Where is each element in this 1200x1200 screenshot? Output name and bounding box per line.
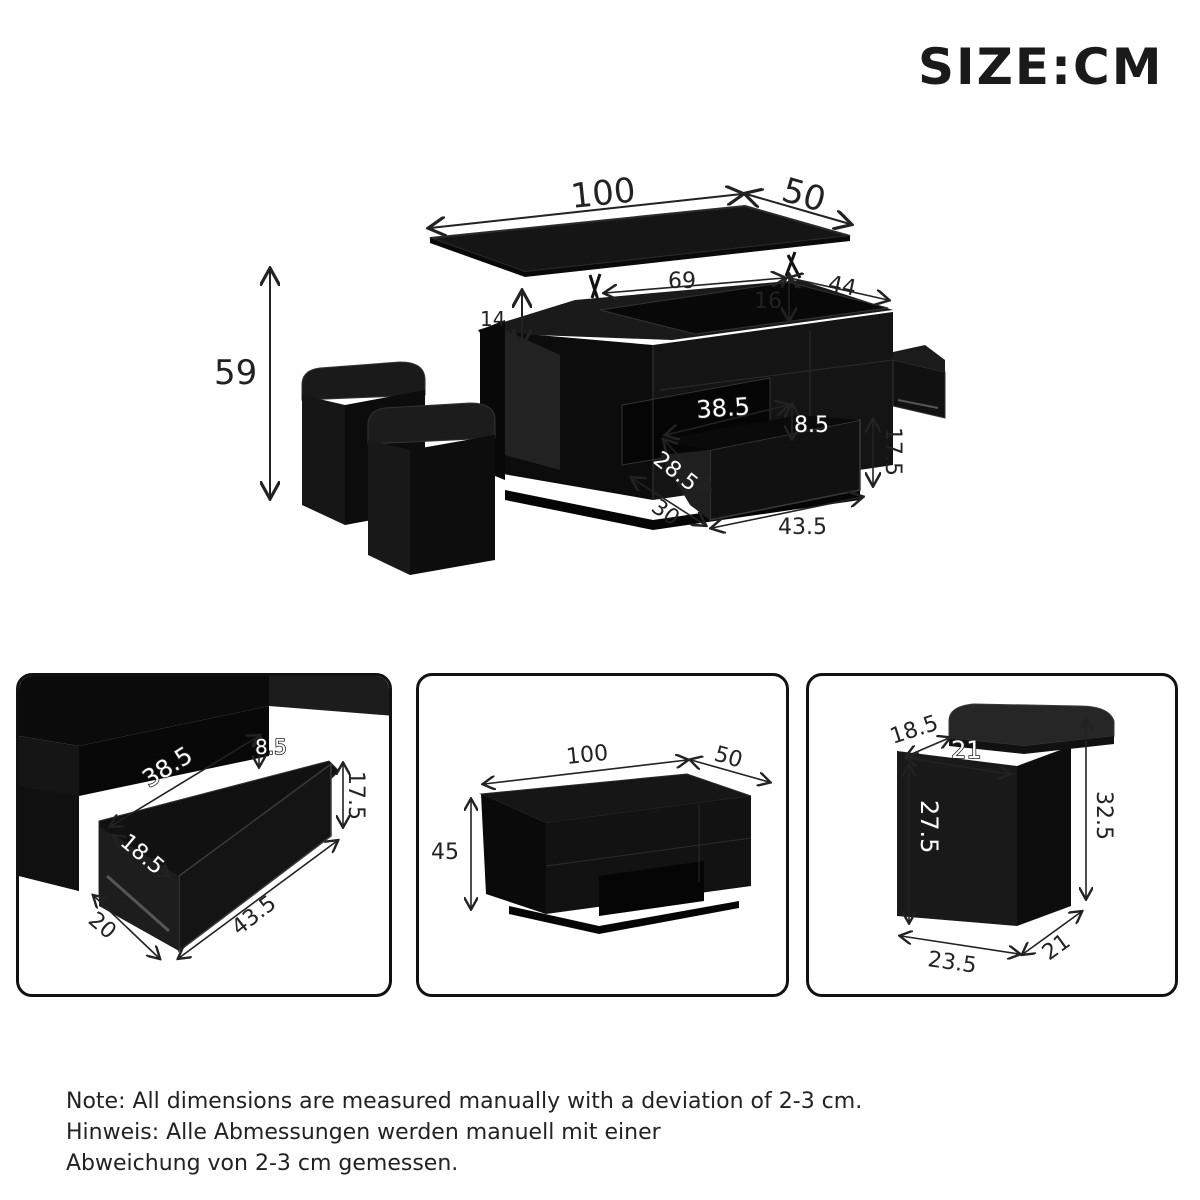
label-inner-depth: 44	[826, 271, 859, 301]
dim-line-top-depth	[746, 194, 850, 224]
panel-stool: 18.5 21 27.5 32.5 23.5 21	[806, 673, 1178, 997]
lift-top	[429, 204, 851, 277]
label-stool-base-width: 23.5	[926, 947, 978, 979]
label-table-depth: 50	[711, 742, 745, 774]
label-top-depth: 50	[778, 170, 831, 220]
dim-line-drawer-depth	[632, 478, 705, 525]
label-total-height: 59	[214, 353, 257, 393]
main-table-diagram: 100 50 59 14 69 44 16 38.5 8.5 28.5 30 4…	[214, 170, 946, 575]
panel-table-closed: 100 50 45	[416, 673, 789, 997]
label-drawer-inner-height: 8.5	[794, 413, 829, 438]
label-top-width: 100	[569, 170, 638, 217]
note-block: Note: All dimensions are measured manual…	[66, 1086, 862, 1179]
dim-line-top-width	[430, 194, 742, 228]
closed-table	[479, 773, 752, 934]
label-stool-base-depth: 21	[1038, 929, 1075, 966]
dim-line-drawer-inner-width	[666, 405, 788, 435]
label-drawer-width: 43.5	[778, 515, 827, 540]
label-stool-top-width: 21	[951, 736, 982, 764]
page-title: SIZE:CM	[918, 38, 1164, 96]
label-inner-height: 16	[754, 289, 782, 314]
label-drawer-inner-width: 38.5	[695, 392, 750, 424]
label-drawer-inner-height: 8.5	[255, 735, 287, 759]
stool-front	[367, 402, 496, 575]
label-stool-inner-height: 27.5	[915, 800, 943, 853]
panel-drawer-detail: 38.5 8.5 18.5 17.5 43.5 20	[16, 673, 392, 997]
drawer-right	[892, 345, 946, 419]
label-table-height: 45	[431, 840, 459, 865]
label-lift-height: 14	[480, 307, 505, 331]
note-line-english: Note: All dimensions are measured manual…	[66, 1089, 863, 1114]
label-table-width: 100	[565, 741, 609, 770]
label-drawer-height: 17.5	[880, 427, 905, 476]
dim-line-drawer-width	[712, 497, 862, 528]
label-drawer-front-height: 17.5	[343, 771, 368, 820]
label-inner-width: 69	[668, 269, 696, 294]
note-line-german-2: Abweichung von 2-3 cm gemessen.	[66, 1151, 459, 1176]
stool	[897, 703, 1115, 926]
note-line-german-1: Hinweis: Alle Abmessungen werden manuell…	[66, 1120, 661, 1145]
dim-line-inner-width	[605, 278, 784, 293]
dim-line-inner-depth	[790, 278, 888, 300]
label-stool-total-height: 32.5	[1091, 791, 1116, 840]
